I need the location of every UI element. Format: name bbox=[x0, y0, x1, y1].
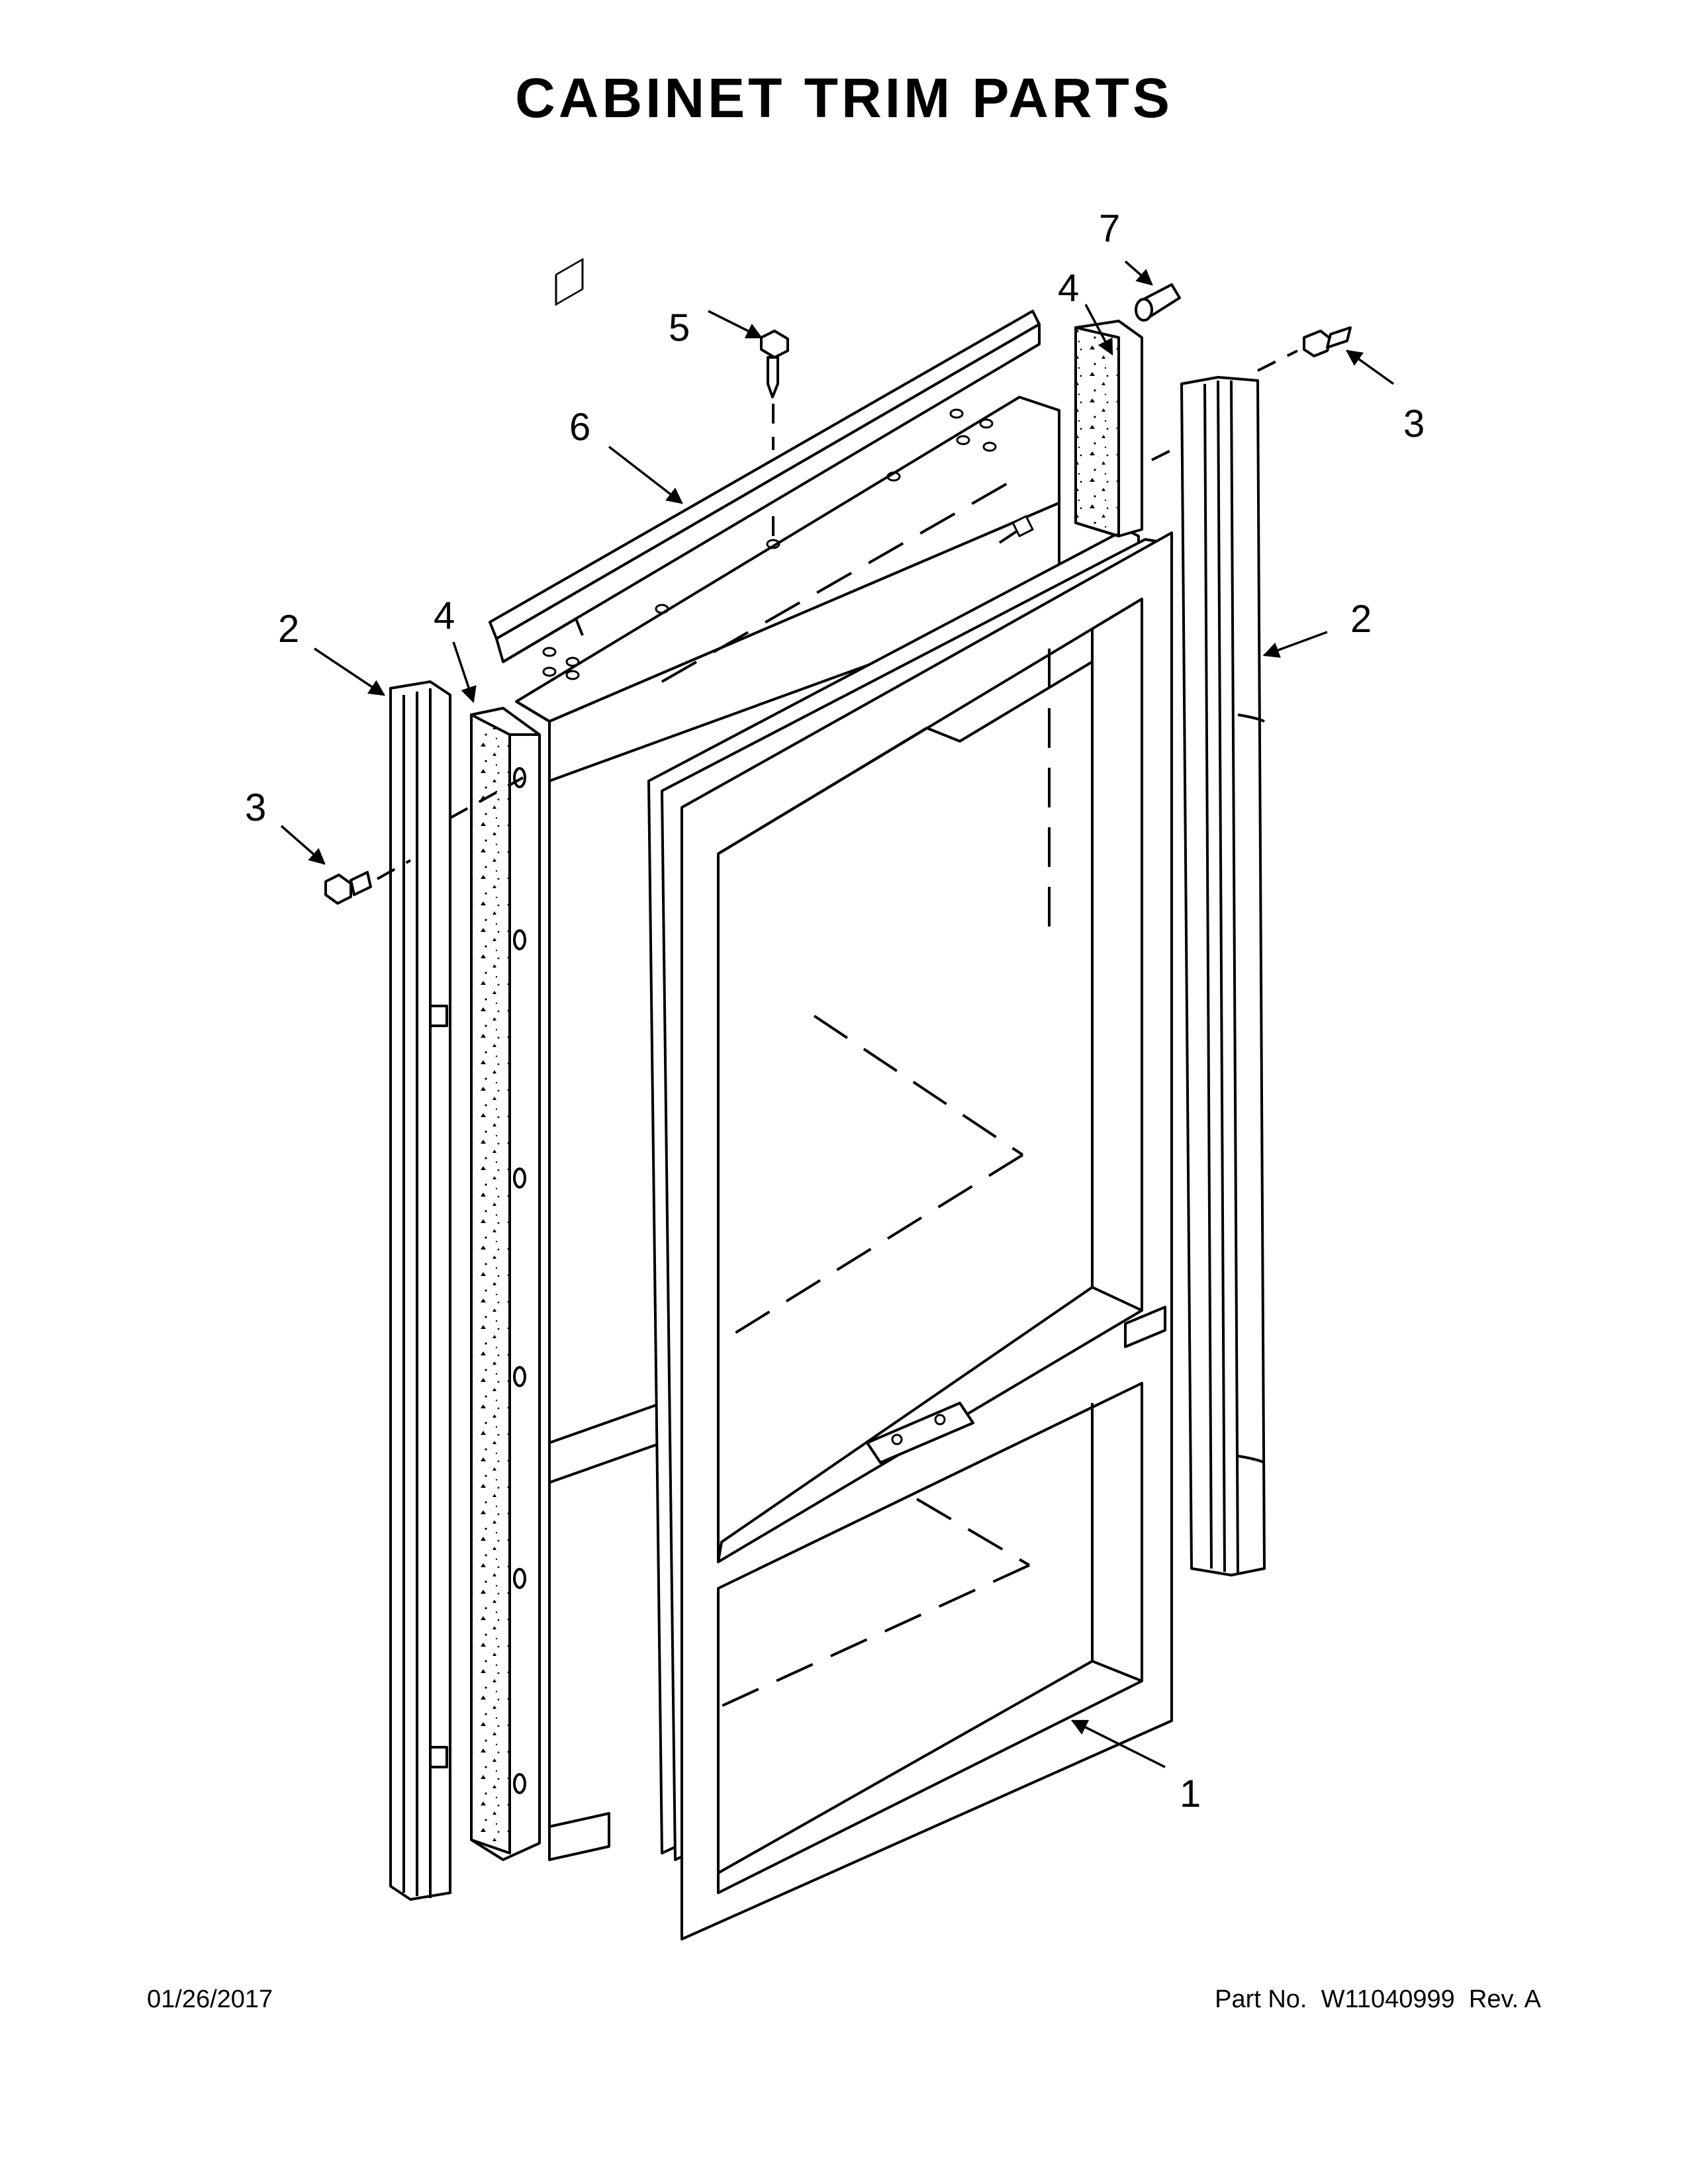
callout-6: 6 bbox=[569, 406, 590, 449]
left-trim-channel bbox=[389, 680, 451, 1901]
callout-3-left: 3 bbox=[245, 786, 266, 829]
callout-4-left: 4 bbox=[434, 594, 455, 637]
door-frame bbox=[647, 528, 1173, 1940]
footer-date: 01/26/2017 bbox=[147, 1985, 273, 2013]
callout-4-right: 4 bbox=[1058, 267, 1079, 310]
callout-2-right: 2 bbox=[1350, 598, 1372, 641]
right-foam-block bbox=[1074, 320, 1143, 537]
assembly-lines bbox=[377, 349, 1298, 880]
callout-3-right: 3 bbox=[1403, 402, 1425, 445]
callout-2-left: 2 bbox=[278, 608, 299, 651]
callout-5: 5 bbox=[669, 306, 690, 349]
hidden-edges bbox=[548, 475, 1051, 1709]
top-trim-bar bbox=[489, 258, 1041, 663]
page-title: CABINET TRIM PARTS bbox=[515, 67, 1173, 129]
callout-7: 7 bbox=[1099, 207, 1120, 250]
leader-arrows bbox=[280, 260, 1395, 1768]
footer-part-info: Part No. W11040999 Rev. A bbox=[1215, 1985, 1541, 2014]
revision: Rev. A bbox=[1468, 1985, 1541, 2013]
part-label: Part No. bbox=[1215, 1985, 1307, 2013]
right-trim-channel bbox=[1180, 376, 1266, 1576]
plug bbox=[1135, 283, 1181, 322]
screw-right bbox=[1303, 326, 1352, 357]
left-foam-gasket bbox=[470, 707, 541, 1861]
callout-1: 1 bbox=[1180, 1772, 1201, 1815]
part-number: W11040999 bbox=[1321, 1985, 1455, 2013]
cabinet-box bbox=[515, 396, 1060, 1861]
screw-left bbox=[324, 871, 372, 905]
screw-top bbox=[760, 330, 789, 398]
